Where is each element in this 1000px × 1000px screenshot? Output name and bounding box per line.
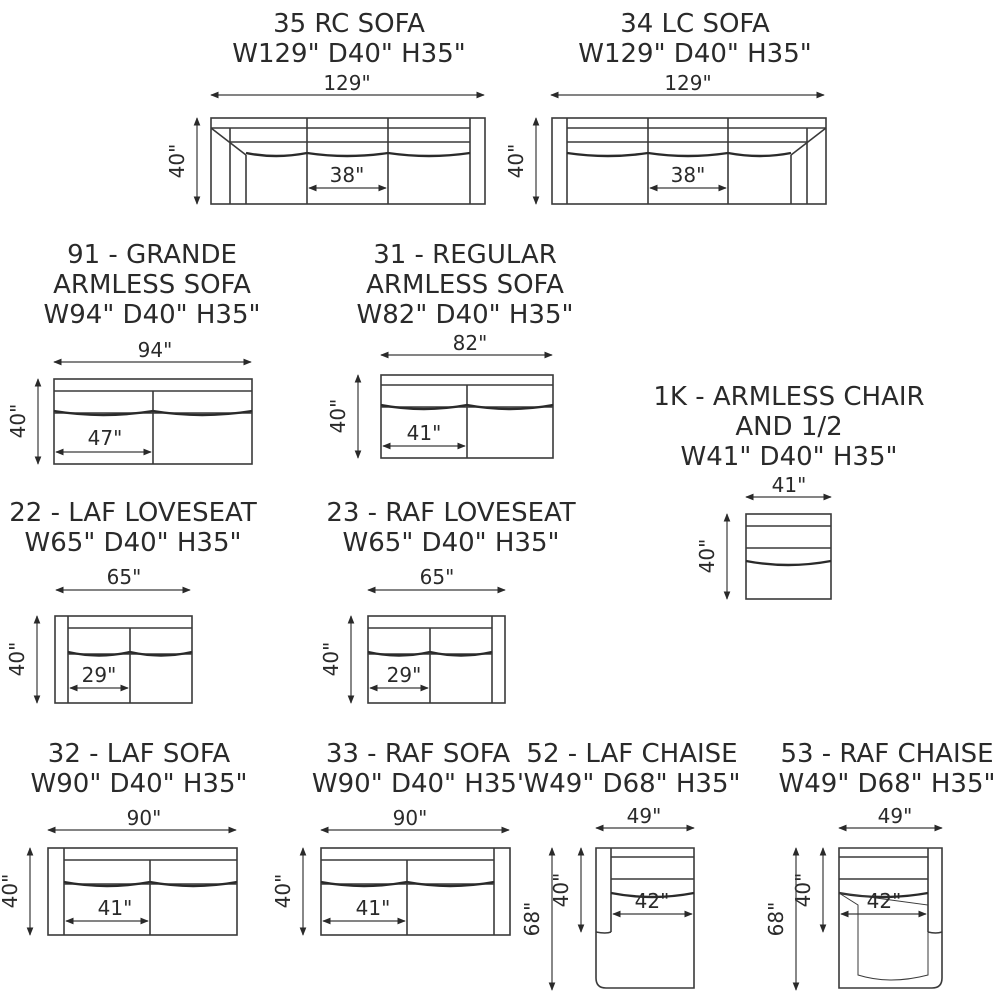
item-52-laf-chaise: 52 - LAF CHAISE W49" D68" H35" 49" 40" 6…: [520, 739, 741, 991]
depth-label: 40": [5, 642, 29, 677]
item-title-line: 35 RC SOFA: [273, 9, 425, 39]
item-title-line: ARMLESS SOFA: [53, 270, 251, 300]
width-label: 65": [420, 565, 455, 589]
item-22-laf-loveseat: 22 - LAF LOVESEAT W65" D40" H35" 65" 40"…: [5, 498, 257, 704]
sofa-outline: [210, 117, 486, 205]
seat-label: 29": [387, 663, 422, 687]
item-31-regular-armless-sofa: 31 - REGULAR ARMLESS SOFA W82" D40" H35"…: [326, 240, 574, 459]
width-label: 129": [323, 71, 370, 95]
item-title-line: W65" D40" H35": [25, 528, 242, 558]
item-title-line: W41" D40" H35": [681, 442, 898, 472]
item-title-line: AND 1/2: [735, 412, 842, 442]
item-33-raf-sofa: 33 - RAF SOFA W90" D40" H35' 90" 40" 41": [271, 739, 524, 936]
seat-label: 38": [330, 163, 365, 187]
depth-label: 40": [326, 399, 350, 434]
seat-label: 41": [407, 421, 442, 445]
sofa-outline: [320, 847, 511, 936]
item-title-line: W82" D40" H35": [357, 300, 574, 330]
width-label: 90": [127, 806, 162, 830]
item-34-lc-sofa: 34 LC SOFA W129" D40" H35" 129" 40" 38": [504, 9, 827, 205]
width-label: 65": [107, 565, 142, 589]
length-label: 68": [764, 902, 788, 937]
item-title-line: W49" D68" H35": [779, 769, 996, 799]
depth-label: 40": [0, 874, 22, 909]
sofa-outline: [53, 378, 253, 465]
depth-label: 40": [504, 144, 528, 179]
item-title-line: 53 - RAF CHAISE: [780, 739, 993, 769]
depth-label: 40": [791, 873, 815, 908]
item-title-line: 32 - LAF SOFA: [48, 739, 231, 769]
item-title-line: W129" D40" H35": [578, 39, 811, 69]
sofa-outline: [47, 847, 238, 936]
chaise-outline: [595, 847, 695, 989]
item-title-line: W49" D68" H35": [524, 769, 741, 799]
chair-outline: [745, 513, 832, 600]
seat-label: 38": [671, 163, 706, 187]
width-label: 94": [138, 338, 173, 362]
item-91-grande-armless-sofa: 91 - GRANDE ARMLESS SOFA W94" D40" H35" …: [6, 240, 261, 465]
width-label: 82": [453, 331, 488, 355]
depth-label: 40": [271, 874, 295, 909]
loveseat-outline: [367, 615, 506, 704]
width-label: 90": [393, 806, 428, 830]
seat-label: 41": [98, 896, 133, 920]
loveseat-outline: [54, 615, 193, 704]
item-title-line: W65" D40" H35": [343, 528, 560, 558]
width-label: 49": [627, 804, 662, 828]
seat-label: 41": [356, 896, 391, 920]
item-title-line: 52 - LAF CHAISE: [526, 739, 737, 769]
item-23-raf-loveseat: 23 - RAF LOVESEAT W65" D40" H35" 65" 40"…: [319, 498, 576, 704]
item-title-line: ARMLESS SOFA: [366, 270, 564, 300]
sofa-outline: [551, 117, 827, 205]
item-title-line: 91 - GRANDE: [67, 240, 237, 270]
width-label: 41": [772, 473, 807, 497]
seat-label: 42": [635, 889, 670, 913]
item-title-line: W94" D40" H35": [44, 300, 261, 330]
item-title-line: 1K - ARMLESS CHAIR: [653, 382, 924, 412]
length-label: 68": [520, 902, 544, 937]
depth-label: 40": [319, 642, 343, 677]
chaise-outline: [838, 847, 943, 989]
item-title-line: 22 - LAF LOVESEAT: [9, 498, 257, 528]
depth-label: 40": [695, 539, 719, 574]
item-35-rc-sofa: 35 RC SOFA W129" D40" H35" 129" 40" 38": [165, 9, 486, 205]
item-1k-armless-chair: 1K - ARMLESS CHAIR AND 1/2 W41" D40" H35…: [653, 382, 925, 600]
seat-label: 47": [88, 426, 123, 450]
item-title-line: 31 - REGULAR: [373, 240, 557, 270]
item-32-laf-sofa: 32 - LAF SOFA W90" D40" H35" 90" 40" 41": [0, 739, 248, 936]
width-label: 129": [664, 71, 711, 95]
item-title-line: W129" D40" H35": [232, 39, 465, 69]
item-title-line: W90" D40" H35": [31, 769, 248, 799]
item-53-raf-chaise: 53 - RAF CHAISE W49" D68" H35" 49" 40" 6…: [764, 739, 996, 991]
sofa-outline: [380, 374, 554, 459]
seat-label: 42": [867, 889, 902, 913]
item-title-line: 33 - RAF SOFA: [326, 739, 511, 769]
seat-label: 29": [82, 663, 117, 687]
depth-label: 40": [165, 144, 189, 179]
item-title-line: W90" D40" H35': [312, 769, 524, 799]
item-title-line: 23 - RAF LOVESEAT: [326, 498, 575, 528]
width-label: 49": [878, 804, 913, 828]
item-title-line: 34 LC SOFA: [620, 9, 770, 39]
depth-label: 40": [6, 404, 30, 439]
